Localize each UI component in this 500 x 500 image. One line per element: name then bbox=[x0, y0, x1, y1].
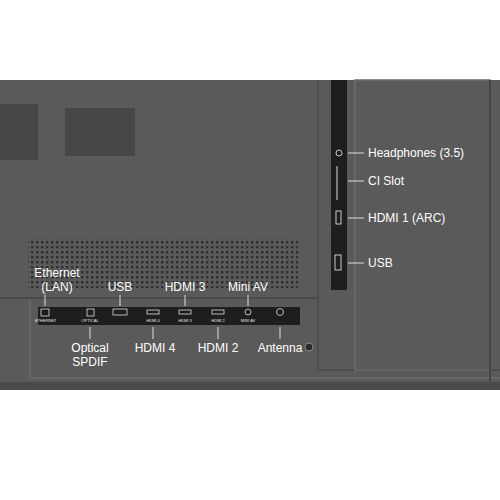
port-marking: ETHERNET bbox=[35, 318, 55, 323]
side-panel bbox=[355, 80, 490, 370]
port-label: CI Slot bbox=[368, 174, 468, 188]
port-marking: HDMI 4 bbox=[143, 318, 163, 323]
ethernet-port bbox=[41, 309, 49, 316]
housing-edge bbox=[489, 80, 491, 390]
panel-plate bbox=[0, 104, 38, 160]
screw bbox=[305, 343, 313, 351]
port-marking: OPTICAL bbox=[80, 318, 100, 323]
port-label: HDMI 3 bbox=[160, 280, 210, 294]
port-label: Mini AV bbox=[220, 280, 276, 294]
hdmi-port bbox=[336, 211, 341, 224]
port-strip bbox=[38, 307, 300, 325]
port-label: Headphones (3.5) bbox=[368, 146, 496, 160]
side-port-strip bbox=[331, 80, 347, 290]
usb-port bbox=[113, 309, 127, 315]
port-marking: HDMI 2 bbox=[208, 318, 228, 323]
recess-edge bbox=[30, 300, 500, 378]
optical-port bbox=[87, 309, 94, 316]
recess-edge bbox=[318, 80, 500, 370]
hdmi-port bbox=[147, 310, 159, 314]
headphone-jack bbox=[336, 150, 342, 156]
leader-lines bbox=[45, 153, 364, 339]
port-marking: MINI AV bbox=[238, 318, 258, 323]
mini-av-jack bbox=[245, 309, 251, 315]
ci-slot bbox=[336, 166, 337, 200]
housing bbox=[0, 80, 500, 390]
port-label: HDMI 2 bbox=[190, 341, 246, 355]
panel-plate bbox=[65, 108, 135, 156]
housing-edge bbox=[0, 80, 318, 298]
hdmi-port bbox=[212, 310, 224, 314]
antenna-jack bbox=[277, 309, 284, 316]
port-label: Antenna bbox=[252, 341, 308, 355]
port-label: USB bbox=[100, 280, 140, 294]
port-marking: HDMI 3 bbox=[175, 318, 195, 323]
port-label: HDMI 1 (ARC) bbox=[368, 211, 478, 225]
port-label: Optical SPDIF bbox=[60, 341, 120, 369]
usb-port bbox=[335, 255, 341, 270]
hdmi-port bbox=[179, 310, 191, 314]
port-label: HDMI 4 bbox=[127, 341, 183, 355]
port-label: USB bbox=[368, 256, 468, 270]
port-label: Ethernet (LAN) bbox=[29, 266, 85, 294]
bottom-band bbox=[0, 382, 500, 390]
